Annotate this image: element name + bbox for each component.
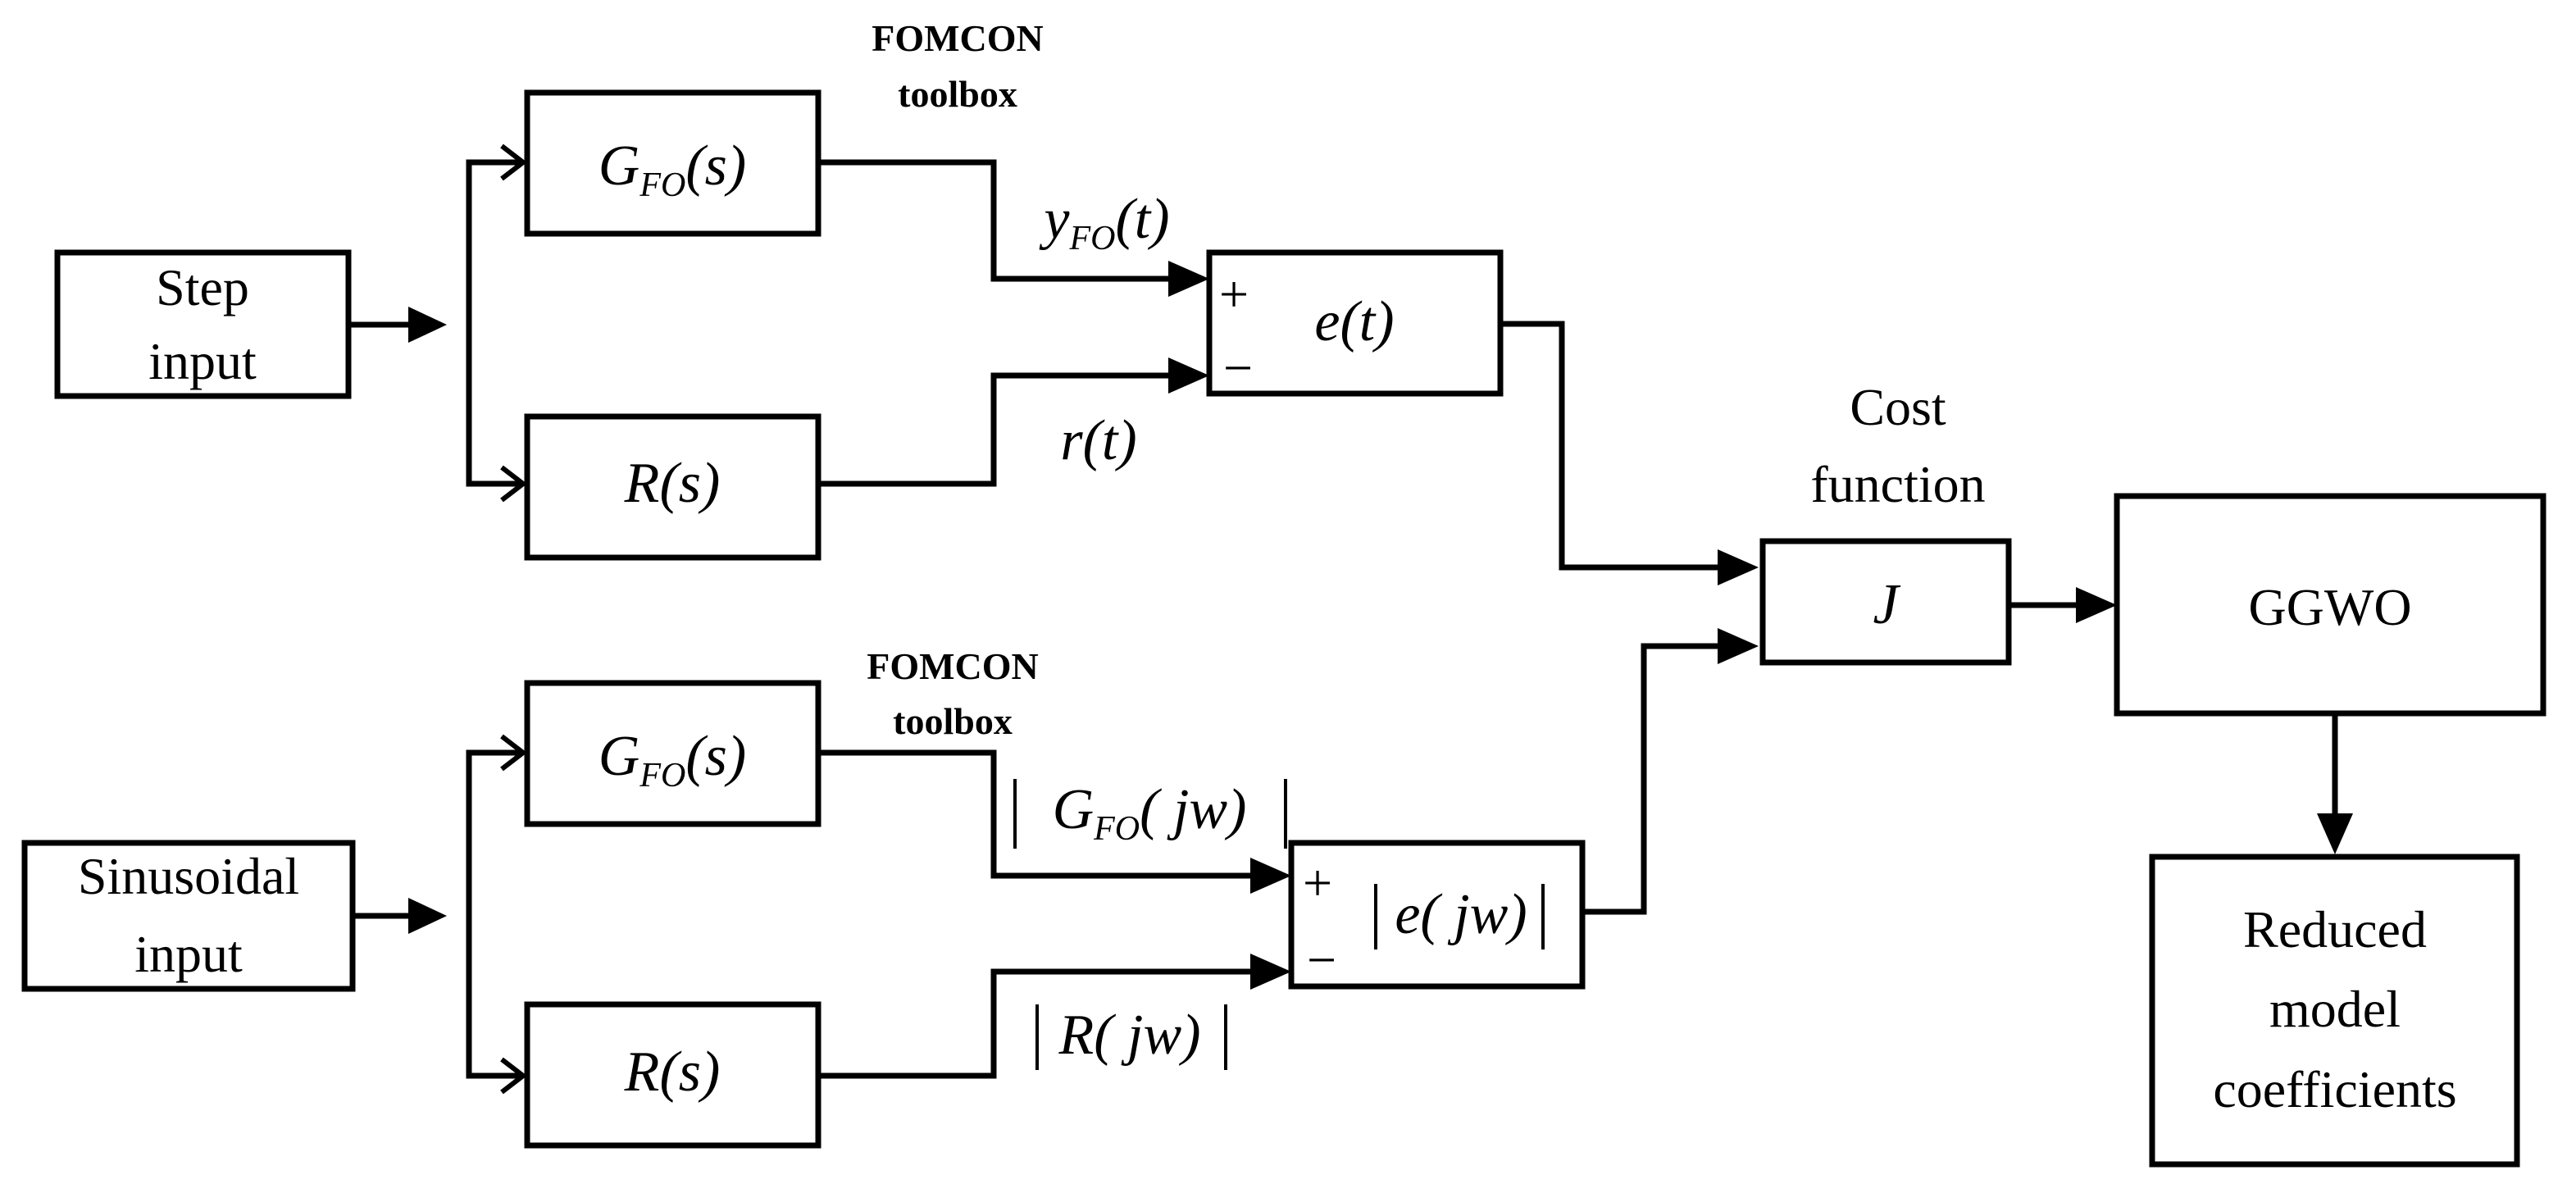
yfo-arrowhead [1168,261,1209,297]
r-jw-arrowhead [1250,954,1291,990]
rs-bottom-block: R(s) [524,1001,821,1149]
ggwo-input-arrowhead [2076,587,2117,623]
error-time-label: e(t) [1314,290,1394,353]
gfo-bottom-block: GFO(s) [524,680,821,827]
svg-text:R( jw): R( jw) [1058,1004,1200,1067]
gfo-bottom-input-arrowhead [500,734,527,772]
cost-bottom-arrowhead [1718,628,1759,664]
sinusoidal-input-block: Sinusoidal input [21,840,356,992]
reduced-label-line2: model [2269,980,2401,1038]
step-input-label-line1: Step [156,258,249,316]
rs-bottom-input-arrowhead [500,1057,527,1095]
fomcon-bottom-note: FOMCON toolbox [867,645,1039,742]
fomcon-bottom-line1: FOMCON [867,645,1039,687]
r-jw-signal-label: R( jw) [1035,1004,1227,1070]
fomcon-bottom-line2: toolbox [893,700,1013,742]
gfo-top-label: GFO(s) [598,134,746,204]
rt-arrowhead [1168,357,1209,394]
gfo-top-output-wire [818,159,1168,282]
gfo-jw-arrowhead [1250,858,1291,894]
rs-top-label: R(s) [624,452,721,515]
reduced-label-line3: coefficients [2213,1060,2456,1118]
rs-top-input-arrowhead [500,465,527,503]
reduced-coefficients-block: Reduced model coefficients [2149,854,2520,1168]
cost-j-label: J [1873,573,1900,636]
error-freq-block: + − e( jw) [1288,840,1586,990]
cost-function-note: Cost function [1810,378,1985,513]
svg-text:GFO( jw): GFO( jw) [1053,778,1247,848]
rs-bottom-output-wire [818,968,1250,1079]
r-t-signal-label: r(t) [1060,409,1136,472]
error-freq-to-cost-wire [1582,643,1718,915]
gfo-bottom-label: GFO(s) [598,725,746,795]
error-time-block: + − e(t) [1206,249,1504,397]
fomcon-top-line1: FOMCON [872,17,1044,59]
bottom-split-wire [466,749,523,1079]
step-input-label-line2: input [148,332,257,390]
step-split-arrowhead [408,307,447,343]
ggwo-label: GGWO [2248,578,2411,636]
error-time-to-cost-wire [1500,321,1718,571]
error-freq-label: e( jw) [1395,883,1527,946]
step-input-block: Step input [54,249,352,399]
reduced-label-line1: Reduced [2243,900,2427,958]
rs-bottom-label: R(s) [624,1040,721,1104]
gfo-jw-signal-label: GFO( jw) [1013,778,1287,849]
cost-top-arrowhead [1718,549,1759,585]
ggwo-block: GGWO [2114,493,2546,717]
reduced-input-arrowhead [2317,813,2353,854]
top-split-wire [466,159,523,487]
cost-j-block: J [1759,538,2012,666]
cost-function-line1: Cost [1850,378,1946,436]
summing-minus-top: − [1223,339,1253,397]
sinusoidal-label-line1: Sinusoidal [78,847,299,905]
sinusoidal-split-arrowhead [408,898,447,934]
yfo-t-signal-label: yFO(t) [1039,188,1169,257]
fomcon-top-line2: toolbox [898,73,1017,115]
rs-top-output-wire [818,372,1168,487]
sinusoidal-label-line2: input [134,925,243,983]
gfo-top-input-arrowhead [500,143,527,181]
summing-minus-bottom: − [1307,931,1336,989]
fomcon-top-note: FOMCON toolbox [872,17,1044,115]
summing-plus-top: + [1219,265,1249,323]
gfo-top-block: GFO(s) [524,89,821,237]
rs-top-block: R(s) [524,413,821,561]
gfo-bottom-output-wire [818,749,1250,879]
summing-plus-bottom: + [1303,854,1332,912]
cost-function-line2: function [1810,455,1985,513]
